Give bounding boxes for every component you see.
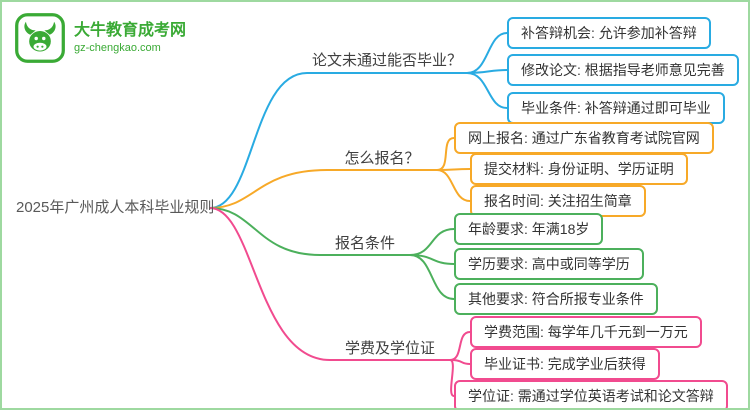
leaf-node: 网上报名: 通过广东省教育考试院官网	[454, 122, 714, 154]
branch-label-signup: 怎么报名？	[344, 150, 420, 167]
logo-bull-icon	[15, 13, 65, 63]
leaf-node: 学位证: 需通过学位英语考试和论文答辩	[454, 380, 728, 408]
leaf-node: 其他要求: 符合所报专业条件	[454, 283, 658, 315]
logo-domain: gz-chengkao.com	[74, 41, 161, 54]
branch-label-conditions: 报名条件	[334, 235, 395, 252]
branch-label-fees: 学费及学位证	[344, 340, 435, 357]
site-logo: 大牛教育成考网 gz-chengkao.com	[14, 12, 186, 64]
logo-title: 大牛教育成考网	[74, 21, 187, 39]
leaf-node: 毕业条件: 补答辩通过即可毕业	[507, 92, 725, 124]
leaf-node: 毕业证书: 完成学业后获得	[470, 348, 660, 380]
leaf-node: 年龄要求: 年满18岁	[454, 213, 604, 245]
central-topic: 2025年广州成人本科毕业规则	[16, 199, 215, 216]
leaf-node: 修改论文: 根据指导老师意见完善	[507, 54, 739, 86]
leaf-node: 补答辩机会: 允许参加补答辩	[507, 17, 711, 49]
branch-label-thesis: 论文未通过能否毕业？	[311, 52, 462, 69]
leaf-node: 提交材料: 身份证明、学历证明	[470, 153, 688, 185]
leaf-node: 学费范围: 每学年几千元到一万元	[470, 316, 702, 348]
leaf-node: 学历要求: 高中或同等学历	[454, 248, 644, 280]
